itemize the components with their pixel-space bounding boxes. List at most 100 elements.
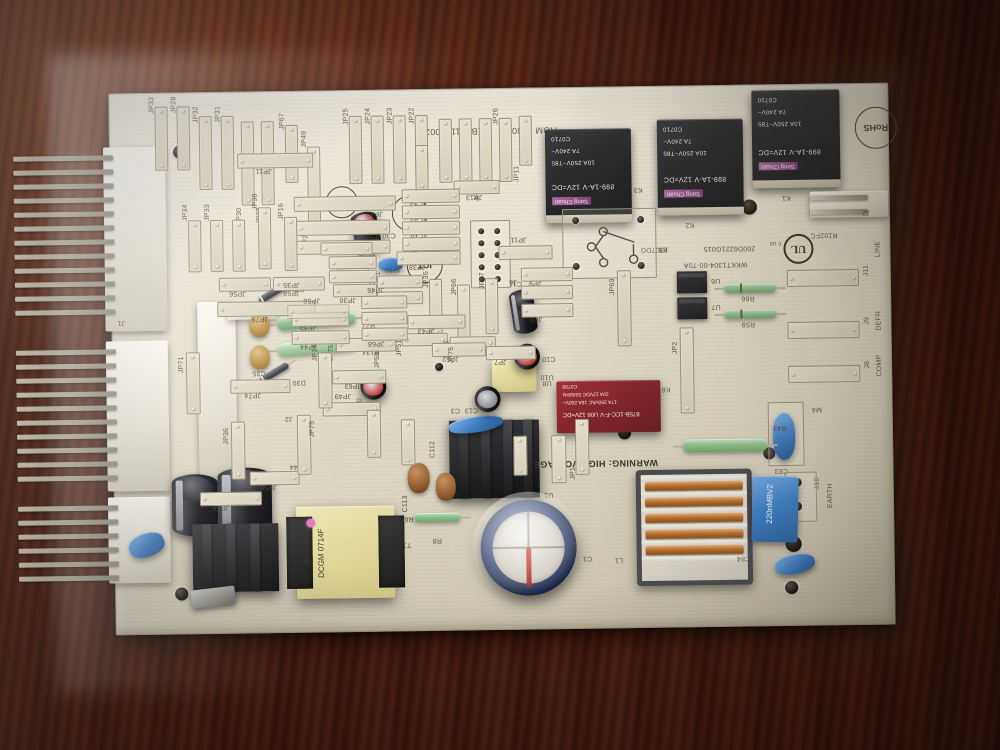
film-cap-ref-c84: C84 — [736, 554, 751, 562]
jumper-label-jp66: JP67 — [278, 112, 286, 130]
jumper-label-jp63: JP63 — [344, 381, 362, 390]
jumper-label-jp32: JP35 — [422, 271, 430, 288]
relay-rating-2: 7A 240V~ — [551, 146, 580, 154]
jumper-label-jp60: JP59 — [373, 351, 382, 369]
jumper-label-jp68: JP69 — [608, 278, 617, 296]
ul-cus-label: c us — [769, 240, 782, 247]
relay-model-k6: 875B-1CC-F-V U06 12V=DC — [562, 410, 640, 418]
jumper-label-jp74: JP71 — [177, 356, 186, 374]
jumper-label-jp13: JP11 — [255, 167, 272, 175]
jumper-label-jp56: JP56 — [211, 503, 229, 512]
film-cap-c83 — [772, 411, 796, 461]
ic-ref-u1: U1 — [543, 491, 554, 499]
ic-ref-u6: U6 — [710, 276, 721, 285]
jumper-label-jp65: JP66 — [450, 278, 459, 296]
jumper-label-jp16: JP16 — [277, 203, 286, 220]
jumper-label-jp10: JP11 — [510, 235, 527, 243]
connector-label-j1: J1 — [117, 319, 126, 327]
cap-ref-c13: C13 — [464, 406, 479, 414]
relay-k2: Song Chuan 899-1A-V 12V=DC 10A 250V~T85 … — [656, 118, 745, 216]
relay-ref-k2: K2 — [685, 221, 695, 229]
transformer-ref-t1: T1 — [402, 541, 412, 549]
ul-file-number: WKKT1304-00-70A — [683, 260, 748, 269]
jumper-label-jp19: JP23 — [386, 107, 394, 125]
relay-rating-1: 10A 250V~T85 — [663, 149, 707, 156]
connector-label-j9: J9 — [863, 316, 871, 325]
transformer-code-2: DCGM 0714F — [316, 528, 327, 578]
connector-label-j2: J2 — [861, 208, 870, 216]
jumper-label-jp8b: JP7 — [493, 357, 507, 366]
connector-label-comp: COMP — [875, 354, 884, 377]
cap-ref-c112: C112 — [429, 440, 437, 459]
resistor-ref-r59: R59 — [741, 320, 756, 328]
relay-rating-k6-2: 20A 12VDC 50/60Hz — [562, 390, 609, 398]
resistor-ref-r66: R66 — [741, 294, 755, 302]
cap-ref-c1: C1 — [582, 554, 593, 562]
jumper-label-jp79: JP75 — [447, 346, 456, 364]
jumper-pad — [438, 118, 453, 183]
resistor-r134 — [673, 438, 778, 453]
relay-base — [656, 206, 745, 216]
jumper-pad — [574, 418, 590, 475]
jumper-pad — [361, 311, 408, 325]
relay-lot: C0710 — [550, 135, 571, 142]
jumper-label-jp59: JP58 — [283, 288, 300, 297]
jumper-label-jp55: JP55 — [259, 483, 277, 491]
jumper-label-jp11: JP13 — [465, 193, 483, 201]
jumper-pad — [392, 115, 407, 184]
jumper-label-jp44: JP44 — [299, 342, 317, 350]
mounting-hole — [785, 580, 799, 595]
jumper-pad — [415, 145, 429, 192]
jumper-label-jp46: JP46 — [366, 285, 384, 293]
relay-k1: Song Chuan 899-1A-V 12V=DC 10A 250V~T85 … — [751, 89, 841, 189]
relay-model: 899-1A-V 12V=DC — [663, 174, 727, 183]
circuit-board: EBX1110d002 HOM 1030 Song Chuan 899-1A-V… — [13, 48, 917, 695]
connector-ref-j6: J6 — [508, 277, 517, 285]
jumper-pad — [458, 118, 473, 183]
jumper-label-jp38: JP40 — [365, 209, 383, 217]
jumper-label-jp70: JP70 — [384, 265, 402, 273]
jumper-label-jp12: JP26 — [492, 108, 500, 125]
optocoupler-u6 — [676, 271, 708, 294]
relay-footprint-ref-k5: K5 — [658, 245, 668, 253]
connector-label-defr: DEFR — [875, 310, 883, 331]
resistor-r6 — [404, 512, 471, 523]
jumper-label-jp34b: JP36 — [222, 427, 231, 445]
jumper-pad — [396, 250, 461, 266]
connector-ref-j2: J2 — [284, 414, 293, 423]
relay-base — [751, 179, 841, 189]
cap-c113 — [407, 463, 430, 494]
jumper-pad — [498, 245, 553, 261]
jumper-label-jp52: JP51 — [395, 339, 403, 357]
jumper-pad — [361, 295, 408, 309]
relay-lot: C0710 — [757, 96, 777, 103]
cap-red-mark — [526, 547, 532, 588]
relay-ref-k1: K1 — [781, 193, 791, 202]
jumper-pad — [317, 352, 333, 409]
jumper-pad — [370, 115, 385, 184]
resistor-ref-r8: R8 — [432, 536, 442, 544]
diode-ref-d30: D30 — [292, 378, 306, 386]
relay-rating-1: 10A 250V~T85 — [551, 158, 595, 166]
jumper-label-jp21: JP25 — [342, 108, 350, 125]
jumper-pad — [431, 342, 486, 357]
relay-lot-k6: C0709 — [562, 382, 578, 390]
jumper-pad — [320, 241, 373, 256]
transformer-core — [378, 515, 406, 588]
cap-polarity-stripe — [175, 480, 184, 531]
resistor-pad-r5 — [513, 435, 528, 476]
jumper-label-jp26: JP31 — [214, 105, 222, 123]
jumper-pad — [407, 314, 466, 330]
jumper-label-jp49: JP49 — [300, 130, 309, 148]
resistor-r59 — [714, 309, 787, 319]
transformer-code-1: 30H-2003 — [302, 528, 312, 564]
relay-rating-k6-1: 17A 250VAC 16A 250V~ — [562, 398, 617, 406]
mech-ref-m4: M4 — [811, 405, 822, 413]
relay-contact-symbol — [586, 226, 639, 268]
resistor-ref-r5: R5 — [506, 427, 515, 438]
connector-label-j8: J8 — [864, 360, 872, 369]
rev-code: R102FC — [810, 231, 838, 239]
jumper-label-jp23: JP28 — [170, 96, 178, 114]
relay-model: 899-1A-V 12V=DC — [758, 147, 821, 156]
